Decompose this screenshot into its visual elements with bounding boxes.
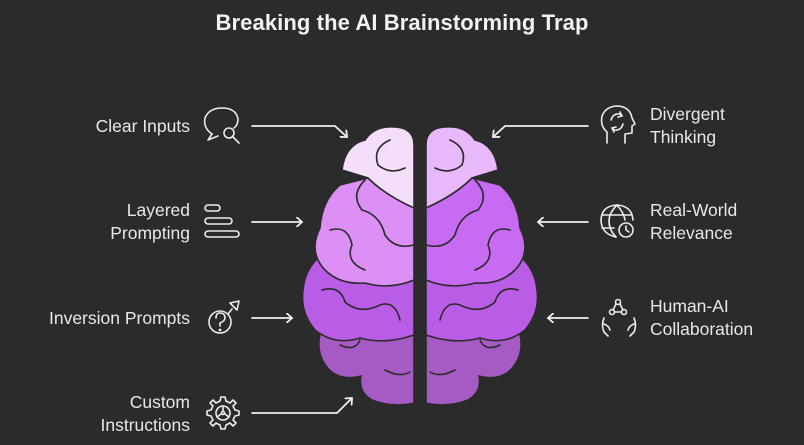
label-line: Thinking: [650, 127, 717, 147]
brain-segment-right-top: [425, 125, 499, 210]
label-line: Instructions: [100, 415, 190, 435]
label-human-ai-collaboration: Human-AI Collaboration: [650, 295, 753, 341]
label-inversion-prompts: Inversion Prompts: [49, 307, 190, 330]
brain-segment-left-bottom: [318, 329, 415, 406]
label-line: Custom: [129, 392, 190, 412]
label-real-world-relevance: Real-World Relevance: [650, 199, 737, 245]
globe-clock-icon: [600, 204, 634, 238]
arrow-custom-instructions: [251, 397, 353, 414]
question-arrow-icon: [208, 300, 240, 334]
hands-network-icon: [601, 298, 637, 337]
label-layered-prompting: Layered Prompting: [110, 199, 190, 245]
label-line: Relevance: [650, 223, 733, 243]
arrow-divergent-thinking: [492, 125, 589, 138]
diagram-title: Breaking the AI Brainstorming Trap: [215, 10, 589, 35]
chat-search-icon: [203, 107, 240, 144]
brain-illustration: [301, 125, 539, 406]
head-cycle-icon: [600, 105, 636, 144]
brain-segment-left-top: [341, 125, 415, 210]
label-line: Layered: [126, 200, 190, 220]
label-custom-instructions: Custom Instructions: [101, 391, 190, 437]
label-line: Human-AI: [650, 296, 729, 316]
gear-steering-icon: [206, 396, 240, 430]
label-line: Divergent: [650, 104, 725, 124]
layers-bars-icon: [204, 204, 240, 238]
brain-segment-right-bottom: [425, 329, 522, 406]
brain-segment-right-middle-high: [425, 174, 526, 287]
label-divergent-thinking: Divergent Thinking: [650, 103, 725, 149]
arrow-clear-inputs: [251, 125, 348, 138]
label-line: Real-World: [650, 200, 738, 220]
label-clear-inputs: Clear Inputs: [96, 115, 190, 138]
label-line: Prompting: [110, 223, 190, 243]
brain-folds: [321, 139, 519, 376]
label-line: Clear Inputs: [95, 116, 190, 136]
label-line: Collaboration: [650, 319, 754, 339]
label-line: Inversion Prompts: [48, 308, 190, 328]
brain-segment-left-middle-high: [314, 174, 415, 287]
